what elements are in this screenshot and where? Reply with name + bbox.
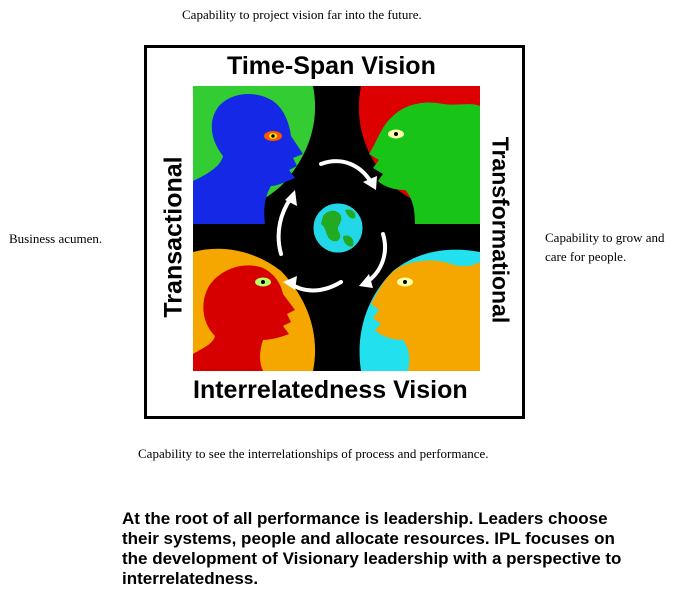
arrowheads <box>283 176 377 290</box>
head-bottom-left <box>193 265 295 371</box>
transformational-label: Transformational <box>487 136 514 324</box>
head-bottom-right <box>371 260 480 371</box>
head-top-left <box>193 94 303 225</box>
leadership-summary: At the root of all performance is leader… <box>122 509 622 588</box>
left-caption: Business acumen. <box>9 231 103 246</box>
time-span-vision-label: Time-Span Vision <box>227 52 436 80</box>
eye-top-left <box>264 131 282 141</box>
eye-bottom-left <box>255 277 271 287</box>
globe-icon <box>312 202 364 254</box>
top-caption: Capability to project vision far into th… <box>182 7 422 22</box>
eye-top-right <box>388 129 404 139</box>
right-caption: Capability to grow and care for people. <box>545 230 665 264</box>
eye-bottom-right <box>397 277 413 287</box>
transactional-label: Transactional <box>159 156 188 318</box>
bottom-caption: Capability to see the interrelationships… <box>138 446 489 461</box>
four-heads-illustration <box>193 86 480 371</box>
interrelatedness-vision-label: Interrelatedness Vision <box>193 376 468 404</box>
